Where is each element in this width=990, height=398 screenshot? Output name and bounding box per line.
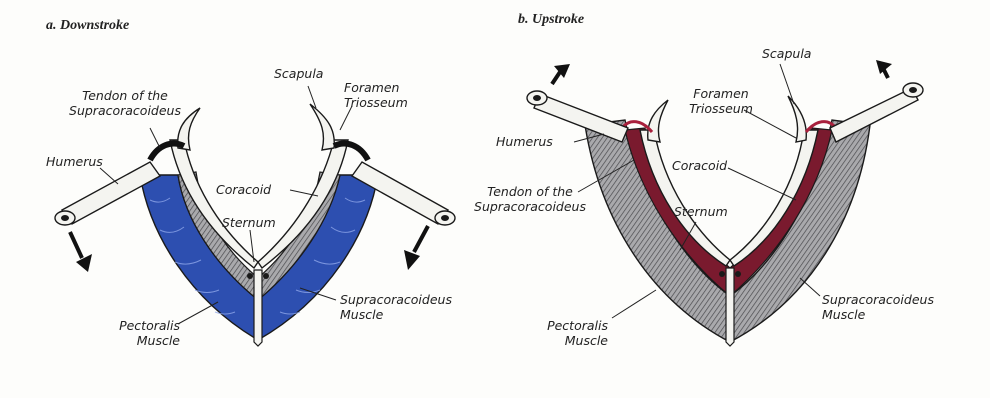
sternum-keel-up: [726, 268, 734, 346]
up-arrow-right-icon: [876, 60, 892, 78]
down-arrow-left-icon: [70, 232, 92, 272]
label-scapula-up: Scapula: [762, 46, 811, 61]
label-tendon-down: Tendon of the Supracoracoideus: [40, 88, 210, 118]
label-scapula-down: Scapula: [274, 66, 323, 81]
label-supracoracoideus-down: Supracoracoideus Muscle: [340, 292, 452, 322]
humerus-right-up: [830, 88, 918, 142]
label-sternum-down: Sternum: [222, 215, 276, 230]
downstroke-title: a. Downstroke: [46, 18, 129, 34]
scapula-left-up: [648, 100, 668, 142]
label-coracoid-down: Coracoid: [216, 182, 271, 197]
up-arrow-left-icon: [552, 64, 570, 84]
label-tendon-up: Tendon of the Supracoracoideus: [470, 184, 590, 214]
label-pectoralis-up: Pectoralis Muscle: [530, 318, 608, 348]
down-arrow-right-icon: [404, 226, 428, 270]
label-pectoralis-down: Pectoralis Muscle: [104, 318, 180, 348]
sternum-keel: [254, 270, 262, 346]
label-foramen-up: Foramen Triosseum: [676, 86, 766, 116]
label-coracoid-up: Coracoid: [672, 158, 727, 173]
label-humerus-down: Humerus: [46, 154, 103, 169]
label-foramen-down: Foramen Triosseum: [344, 80, 408, 110]
scapula-right: [310, 104, 334, 150]
label-humerus-up: Humerus: [496, 134, 553, 149]
label-supracoracoideus-up: Supracoracoideus Muscle: [822, 292, 934, 322]
upstroke-title: b. Upstroke: [518, 12, 584, 28]
label-sternum-up: Sternum: [674, 204, 728, 219]
